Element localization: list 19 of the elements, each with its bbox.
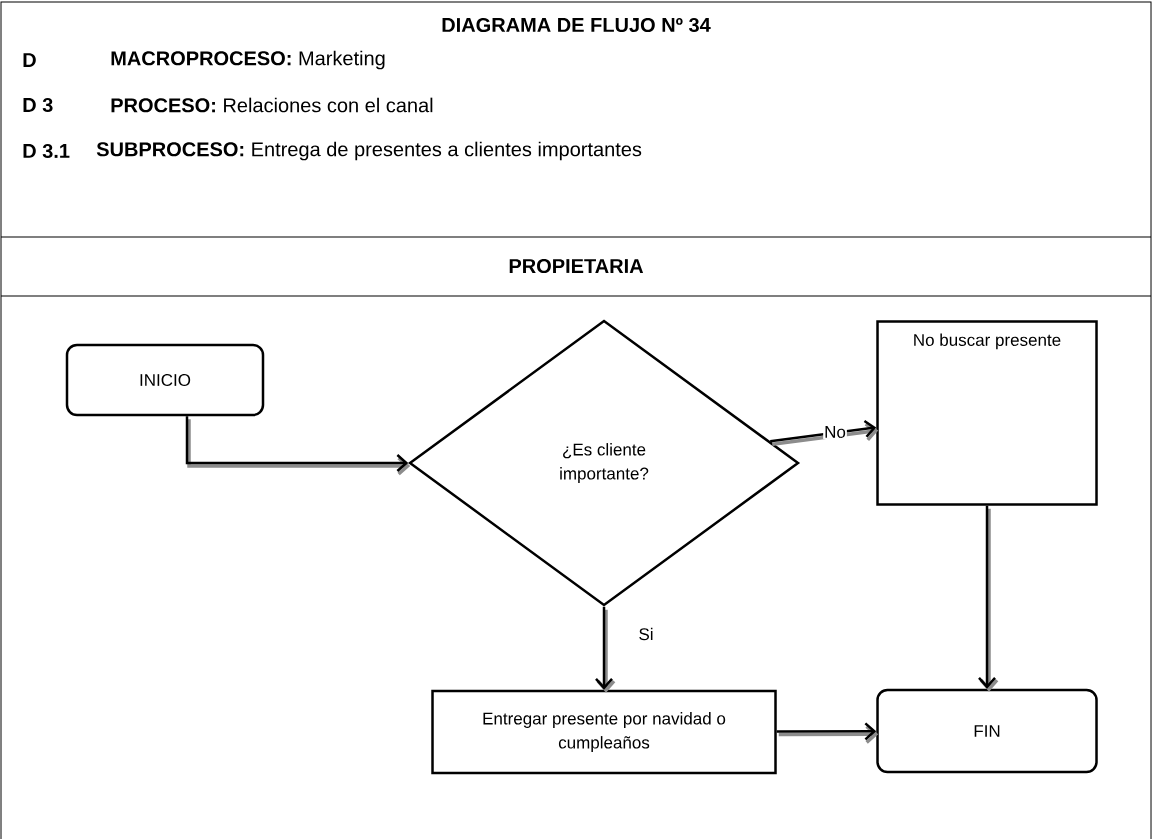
arrow [185,416,411,476]
arrow [776,722,879,744]
arrow [770,419,879,447]
terminal-box: INICIO [65,343,265,417]
edge-label: Si [637,626,655,642]
row-code: D [23,53,36,67]
arrow [595,606,616,693]
section-heading: PROPIETARIA [509,258,644,274]
row-text: SUBPROCESO: Entrega de presentes a clientes importantes [96,141,642,161]
terminal-box: FIN [876,688,1098,774]
row-code: D 3 [23,97,53,113]
row-text: PROCESO: Relaciones con el canal [111,97,433,113]
row-code: D 3.1 [23,143,70,159]
process-box: No buscar presente [876,320,1098,506]
edge-label: No [823,425,847,439]
arrow [978,505,999,692]
title: DIAGRAMA DE FLUJO Nº 34 [442,17,711,33]
row-text: MACROPROCESO: Marketing [111,50,385,70]
process-box: Entregar presente por navidad o cumpleaños [431,689,777,775]
